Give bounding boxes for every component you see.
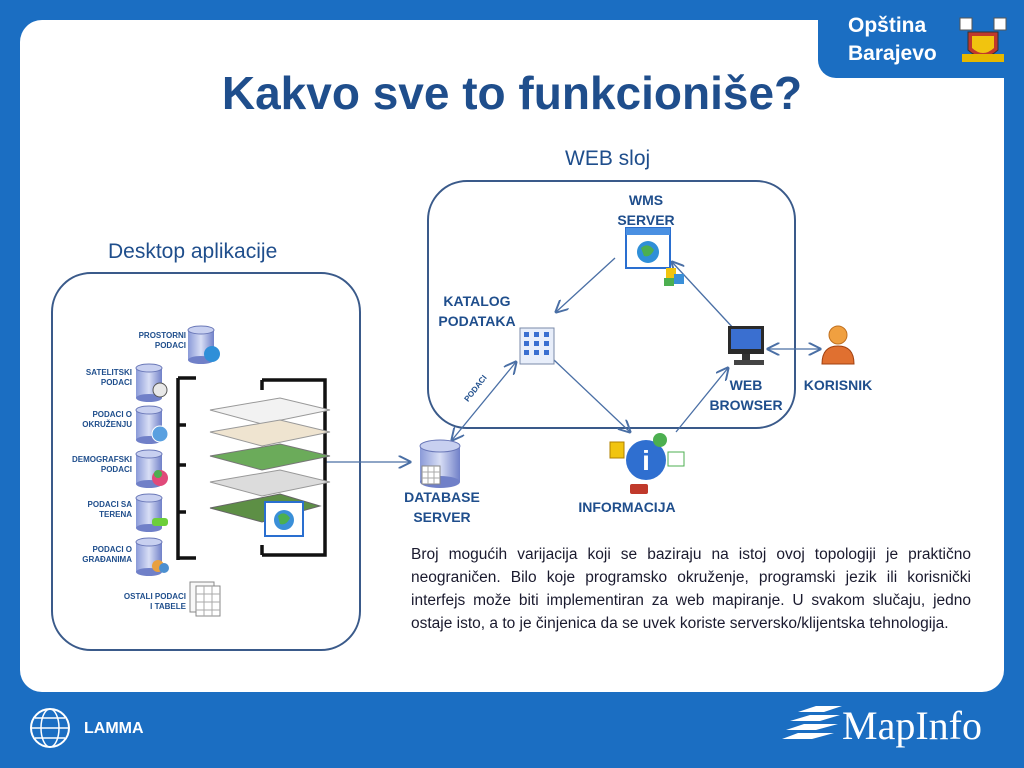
svg-text:i: i (642, 445, 650, 476)
arrow-katalog-to-informacija (553, 359, 630, 432)
database-server-label: DATABASE SERVER (404, 489, 480, 525)
arrow-browser-to-wms (672, 262, 736, 331)
page-title: Kakvo sve to funkcioniše? (221, 67, 803, 119)
arrow-informacija-to-browser (675, 368, 728, 433)
ds-label-gradjani: PODACI O GRAĐANIMA (82, 545, 132, 564)
data-source-icons (135, 325, 221, 617)
mapinfo-logo-icon (782, 706, 842, 739)
wms-server-icon (625, 227, 684, 286)
database-server-icon (419, 439, 461, 488)
ds-label-demografski: DEMOGRAFSKI PODACI (72, 455, 132, 474)
ds-label-ostali: OSTALI PODACI I TABELE (123, 592, 186, 611)
wms-server-label: WMS SERVER (617, 192, 675, 228)
badge-line1: Opština (848, 14, 927, 37)
lamma-logo-text: LAMMA (84, 720, 144, 737)
ds-label-prostorni: PROSTORNI PODACI (138, 331, 186, 350)
katalog-label: KATALOG PODATAKA (438, 293, 516, 329)
lamma-globe-icon (30, 708, 70, 748)
building-icon (519, 327, 555, 365)
ds-label-teren: PODACI SA TERENA (87, 500, 132, 519)
mapinfo-logo-text: MapInfo (842, 703, 982, 748)
informacija-label: INFORMACIJA (578, 499, 676, 515)
description-paragraph: Broj mogućih varijacija koji se baziraju… (411, 546, 971, 632)
ds-label-okruzenje: PODACI O OKRUŽENJU (82, 410, 132, 429)
desktop-brackets (176, 376, 327, 560)
info-icon: i (609, 433, 685, 494)
computer-icon (728, 326, 764, 365)
map-layers-icon (209, 397, 331, 537)
arrow-wms-to-katalog (556, 257, 616, 312)
badge-line2: Barajevo (848, 42, 937, 65)
ds-label-satelitski: SATELITSKI PODACI (85, 368, 132, 387)
user-icon (821, 325, 855, 365)
web-layer-label: WEB sloj (565, 147, 651, 170)
korisnik-label: KORISNIK (803, 377, 873, 393)
municipality-badge: Opština Barajevo (818, 0, 1024, 78)
arrow-db-katalog (452, 362, 516, 440)
coat-of-arms-icon (959, 17, 1007, 62)
web-browser-label: WEB BROWSER (709, 377, 783, 413)
desktop-label: Desktop aplikacije (108, 240, 278, 263)
